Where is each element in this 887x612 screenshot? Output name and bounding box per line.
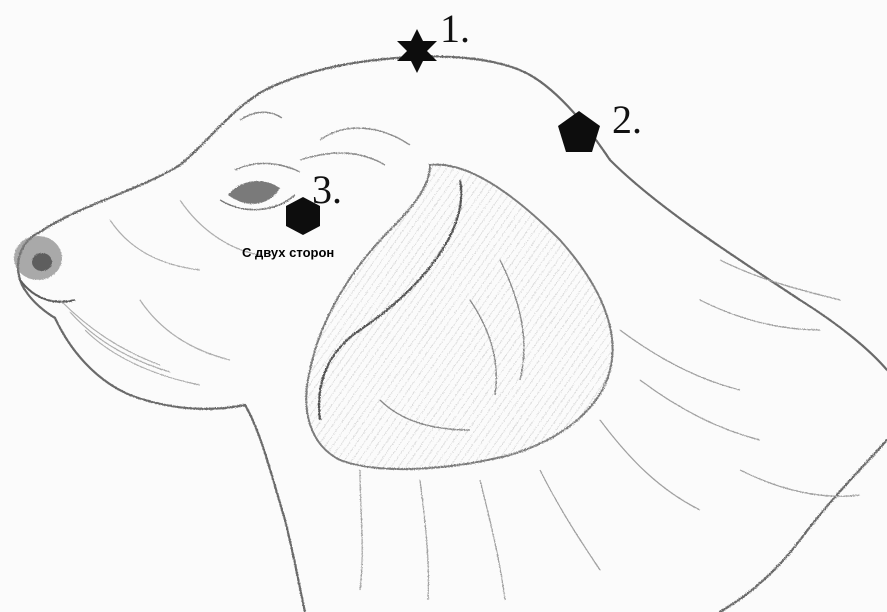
brow-detail	[240, 112, 410, 165]
pentagon-marker	[556, 109, 602, 155]
nose	[14, 236, 75, 302]
point-label-2: 2.	[612, 100, 642, 140]
point-label-3: 3.	[312, 170, 342, 210]
muzzle-shading	[60, 200, 260, 385]
star-marker	[394, 28, 440, 74]
point-label-1: 1.	[440, 9, 470, 49]
ear	[306, 165, 612, 469]
point-3-note: С двух сторон	[242, 245, 334, 260]
